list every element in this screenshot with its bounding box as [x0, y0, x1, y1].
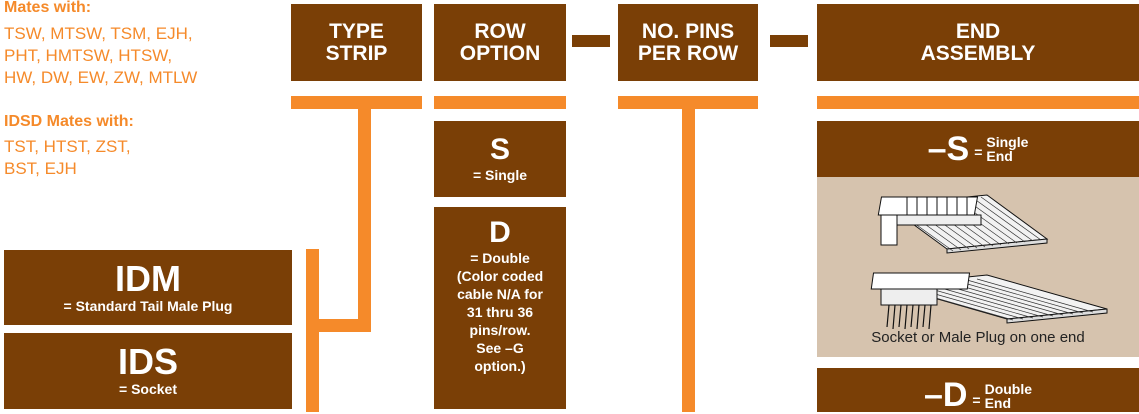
header-line: OPTION [459, 41, 541, 65]
option-ids: IDS = Socket [4, 333, 292, 409]
option-desc: = Standard Tail Male Plug [63, 297, 233, 314]
option-desc-line: End [984, 395, 1012, 411]
option-desc: = Socket [119, 381, 177, 397]
illustration-caption: Socket or Male Plug on one end [871, 329, 1085, 346]
option-code: S [489, 133, 510, 166]
option-desc-line: End [986, 148, 1013, 164]
option-code: IDS [117, 341, 178, 382]
option-desc-line: See –G [476, 340, 524, 356]
idsd-line: TST, HTST, ZST, [4, 137, 131, 156]
option-desc-line: Double [984, 381, 1033, 397]
option-code: D [489, 216, 511, 249]
option-eq: = [974, 144, 983, 160]
option-desc: Double End [985, 382, 1032, 410]
header-line: STRIP [325, 41, 388, 65]
type-strip-connector [306, 319, 371, 332]
type-strip-connector [306, 249, 319, 412]
header-line: PER ROW [637, 41, 739, 65]
option-desc-line: option.) [474, 358, 526, 374]
header-line: END [955, 19, 1001, 43]
mates-line: HW, DW, EW, ZW, MTLW [4, 68, 198, 87]
mates-line: PHT, HMTSW, HTSW, [4, 46, 173, 65]
idsd-mates-list: TST, HTST, ZST, BST, EJH [4, 136, 131, 180]
option-desc: Single End [986, 135, 1028, 163]
male-plug-connector-drawing [870, 272, 1108, 330]
option-idm: IDM = Standard Tail Male Plug [4, 250, 292, 325]
header-line: ASSEMBLY [920, 41, 1036, 65]
option-code: –D [923, 376, 968, 414]
option-desc-line: pins/row. [469, 322, 531, 338]
header-line: ROW [474, 19, 526, 43]
idsd-line: BST, EJH [4, 159, 77, 178]
socket-connector-drawing [877, 194, 1049, 254]
option-desc-line: = Double [470, 250, 530, 266]
end-assembly-illustration-panel: Socket or Male Plug on one end [817, 177, 1139, 357]
mates-with-list: TSW, MTSW, TSM, EJH, PHT, HMTSW, HTSW, H… [4, 23, 197, 89]
option-desc-line: 31 thru 36 [466, 304, 534, 320]
option-desc-line: Single [986, 134, 1029, 150]
header-underline [291, 96, 422, 109]
option-desc-line: cable N/A for [457, 286, 543, 302]
option-double-row: D = Double (Color coded cable N/A for 31… [434, 207, 566, 409]
pins-connector [682, 96, 695, 412]
header-underline [817, 96, 1139, 109]
header-underline [434, 96, 566, 109]
mates-with-title: Mates with: [4, 0, 92, 16]
idsd-mates-title: IDSD Mates with: [4, 113, 134, 130]
option-desc: = Single [472, 167, 528, 183]
dash-separator [572, 35, 610, 47]
dash-separator [770, 35, 808, 47]
option-code: –S [927, 129, 970, 168]
option-single-end: –S = Single End [817, 121, 1139, 177]
header-line: TYPE [329, 19, 384, 43]
option-single-row: S = Single [434, 121, 566, 197]
type-strip-connector [358, 96, 371, 332]
cable-connector-illustration [870, 194, 1108, 330]
header-line: NO. PINS [641, 19, 735, 43]
option-desc-line: (Color coded [456, 268, 544, 284]
option-eq: = [972, 392, 981, 408]
option-code: IDM [115, 257, 181, 299]
option-double-end: –D = Double End [817, 368, 1139, 414]
mates-line: TSW, MTSW, TSM, EJH, [4, 24, 193, 43]
